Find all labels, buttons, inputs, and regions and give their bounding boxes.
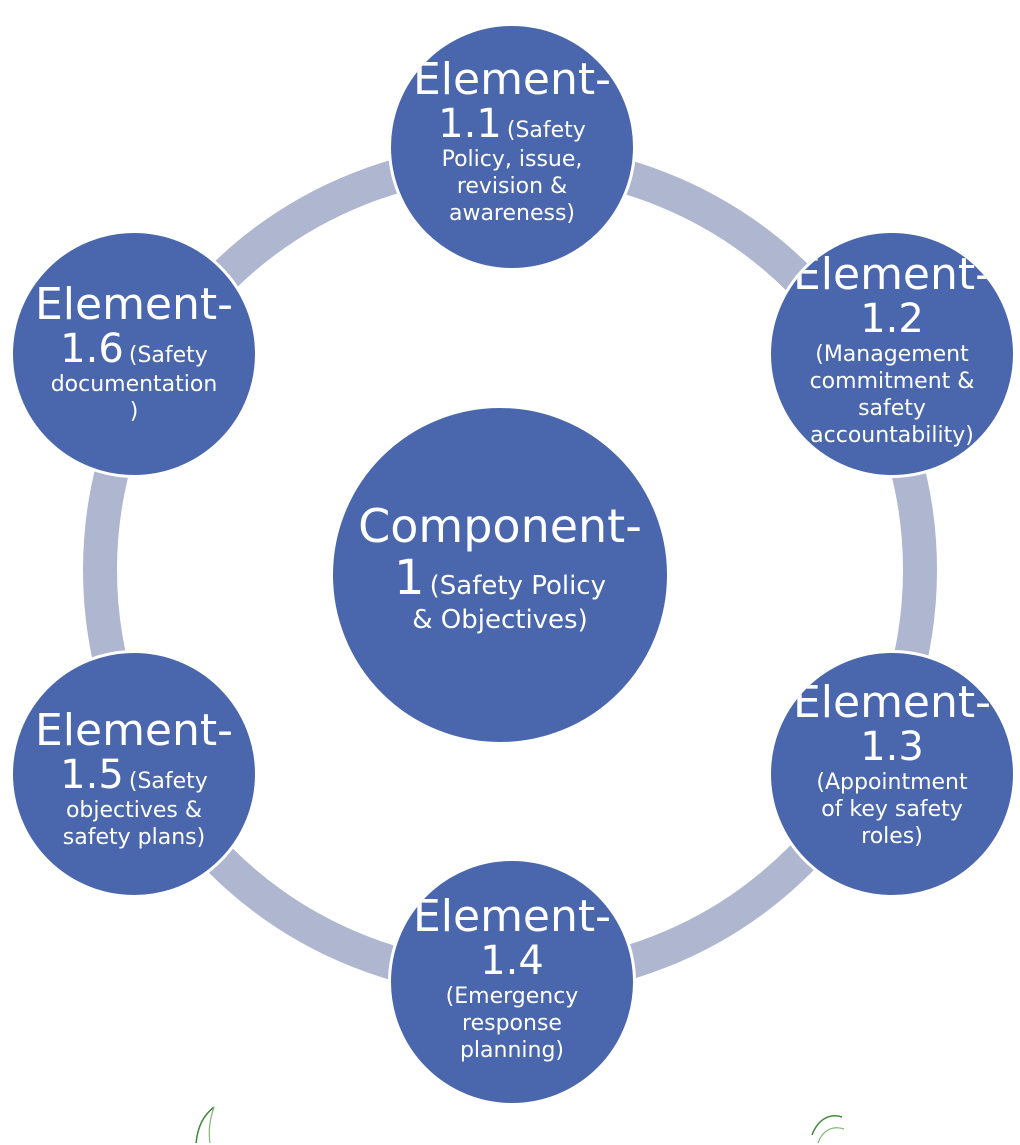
element-number-line: 1.5 (Safety [13, 753, 255, 797]
element-node-1-3: Element- 1.3 (Appointment of key safety … [768, 650, 1016, 898]
element-detail-line: (Management [815, 342, 969, 367]
element-detail-line: revision & [456, 174, 568, 199]
element-heading: Element- [34, 279, 234, 330]
element-detail-line: of key safety [821, 797, 963, 822]
element-detail-line: planning) [459, 1038, 565, 1063]
element-detail-line: ) [129, 399, 139, 424]
element-detail-line: Policy, issue, [441, 147, 583, 172]
element-heading: Element- [792, 677, 992, 728]
center-detail-inline: (Safety Policy [429, 571, 606, 601]
center-number-line: 1 (Safety Policy [333, 552, 667, 604]
element-number: 1.2 [860, 296, 924, 342]
element-number-line: 1.6 (Safety [13, 327, 255, 371]
center-heading: Component- [358, 499, 642, 553]
element-detail-line: commitment & [809, 369, 975, 394]
element-detail-line: (Emergency [445, 984, 579, 1009]
element-detail-line: safety [858, 396, 926, 421]
element-number: 1.6 [60, 326, 124, 372]
element-number: 1.5 [60, 752, 124, 798]
element-node-1-1: Element- 1.1 (Safety Policy, issue, revi… [388, 23, 636, 271]
center-number: 1 [393, 550, 425, 606]
element-detail-line: objectives & [65, 798, 203, 823]
element-heading: Element- [34, 705, 234, 756]
element-detail-inline: (Safety [128, 769, 208, 794]
element-detail-line: safety plans) [62, 825, 206, 850]
element-heading: Element- [412, 54, 612, 105]
element-detail-line: documentation [50, 372, 218, 397]
element-number: 1.3 [860, 724, 924, 770]
element-detail-line: roles) [861, 824, 923, 849]
element-node-1-2: Element- 1.2 (Management commitment & sa… [768, 230, 1016, 478]
element-detail-inline: (Safety [128, 343, 208, 368]
element-detail-inline: (Safety [506, 118, 586, 143]
center-detail-rest: & Objectives) [412, 605, 588, 635]
center-component-node: Component- 1 (Safety Policy & Objectives… [330, 405, 670, 745]
element-number-line: 1.1 (Safety [391, 102, 633, 146]
leaf-decoration-right [811, 1115, 845, 1144]
element-node-1-5: Element- 1.5 (Safety objectives & safety… [10, 650, 258, 898]
element-detail-line: (Appointment [816, 770, 968, 795]
element-node-1-6: Element- 1.6 (Safety documentation ) [10, 230, 258, 478]
element-node-1-4: Element- 1.4 (Emergency response plannin… [388, 858, 636, 1106]
element-detail-line: accountability) [810, 423, 974, 448]
element-heading: Element- [412, 891, 612, 942]
element-detail-line: awareness) [448, 201, 576, 226]
element-number: 1.1 [438, 101, 502, 147]
element-number: 1.4 [480, 938, 544, 984]
element-detail-line: response [462, 1011, 562, 1036]
element-heading: Element- [792, 249, 992, 300]
leaf-decoration-left [195, 1106, 215, 1144]
